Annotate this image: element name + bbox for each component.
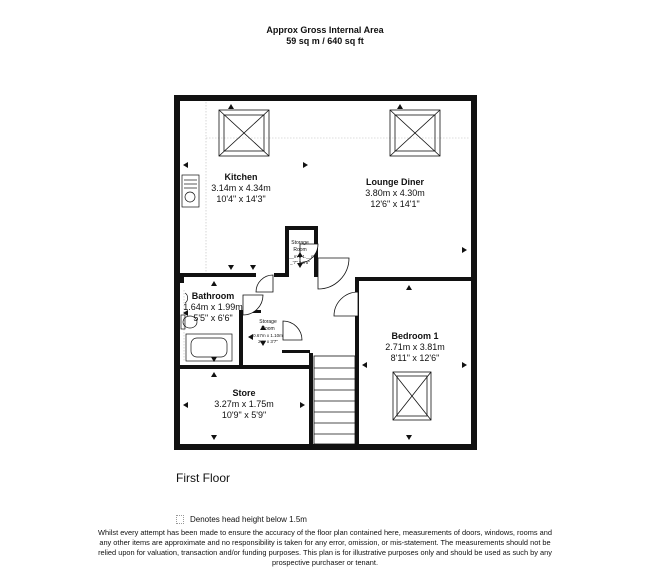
door-swings	[242, 243, 359, 341]
toilet	[182, 315, 198, 329]
storage1-name2: Room	[293, 247, 306, 253]
stairs	[313, 355, 356, 445]
head-height-swatch-icon	[176, 515, 184, 525]
store-imperial: 10'9" x 5'9"	[222, 410, 266, 420]
bathroom-metric: 1.64m x 1.99m	[183, 302, 243, 312]
disclaimer-line: Whilst every attempt has been made to en…	[98, 528, 552, 537]
disclaimer: Whilst every attempt has been made to en…	[70, 528, 580, 568]
storage-top-door	[299, 243, 319, 264]
floor-label: First Floor	[176, 471, 230, 485]
store-name: Store	[232, 388, 255, 398]
bathroom-imperial: 5'5" x 6'6"	[193, 313, 232, 323]
gross-area-title: Approx Gross Internal Area	[266, 25, 384, 35]
disclaimer-line: relied upon for valuation, transaction a…	[98, 548, 552, 557]
store-metric: 3.27m x 1.75m	[214, 399, 274, 409]
disclaimer-line: any other items are approximate and no r…	[99, 538, 551, 547]
kitchen-name: Kitchen	[224, 172, 257, 182]
gross-area-value: 59 sq m / 640 sq ft	[286, 36, 364, 46]
disclaimer-line: prospective purchaser or tenant.	[272, 558, 378, 567]
storage1-name1: Storage	[291, 240, 309, 246]
hall-door	[242, 294, 264, 316]
lounge-imperial: 12'6" x 14'1"	[370, 199, 419, 209]
kitchen-imperial: 10'4" x 14'3"	[216, 194, 265, 204]
bath	[185, 333, 233, 362]
head-height-lines	[183, 102, 470, 362]
bedroom-imperial: 8'11" x 12'6"	[391, 353, 440, 363]
outer-walls	[174, 95, 477, 450]
kitchen-metric: 3.14m x 4.34m	[211, 183, 271, 193]
lounge-metric: 3.80m x 4.30m	[365, 188, 425, 198]
storage2-name1: Storage	[259, 319, 277, 325]
storage2-metric: 0.67m x 1.10m	[253, 333, 283, 338]
sink-unit	[181, 174, 200, 208]
bedroom-door	[333, 291, 359, 317]
bedroom-name: Bedroom 1	[391, 331, 438, 341]
storage2-imperial: 2'2" x 3'7"	[258, 339, 278, 344]
fixtures	[180, 174, 233, 362]
legend-text: Denotes head height below 1.5m	[190, 515, 307, 524]
lounge-name: Lounge Diner	[366, 177, 424, 187]
bathroom-name: Bathroom	[192, 291, 235, 301]
dimension-arrows	[183, 104, 467, 440]
storage1-metric: 0.__m x 1.__m	[285, 254, 315, 259]
basin	[184, 292, 189, 304]
storage1-imperial: _'7" x 3'5"	[289, 260, 310, 265]
bedroom-metric: 2.71m x 3.81m	[385, 342, 445, 352]
storage-door	[282, 320, 303, 341]
lounge-door	[317, 257, 350, 290]
storage2-name2: Room	[261, 326, 274, 332]
legend: Denotes head height below 1.5m	[176, 515, 307, 525]
bathroom-door	[255, 274, 274, 293]
skylights	[218, 109, 441, 421]
